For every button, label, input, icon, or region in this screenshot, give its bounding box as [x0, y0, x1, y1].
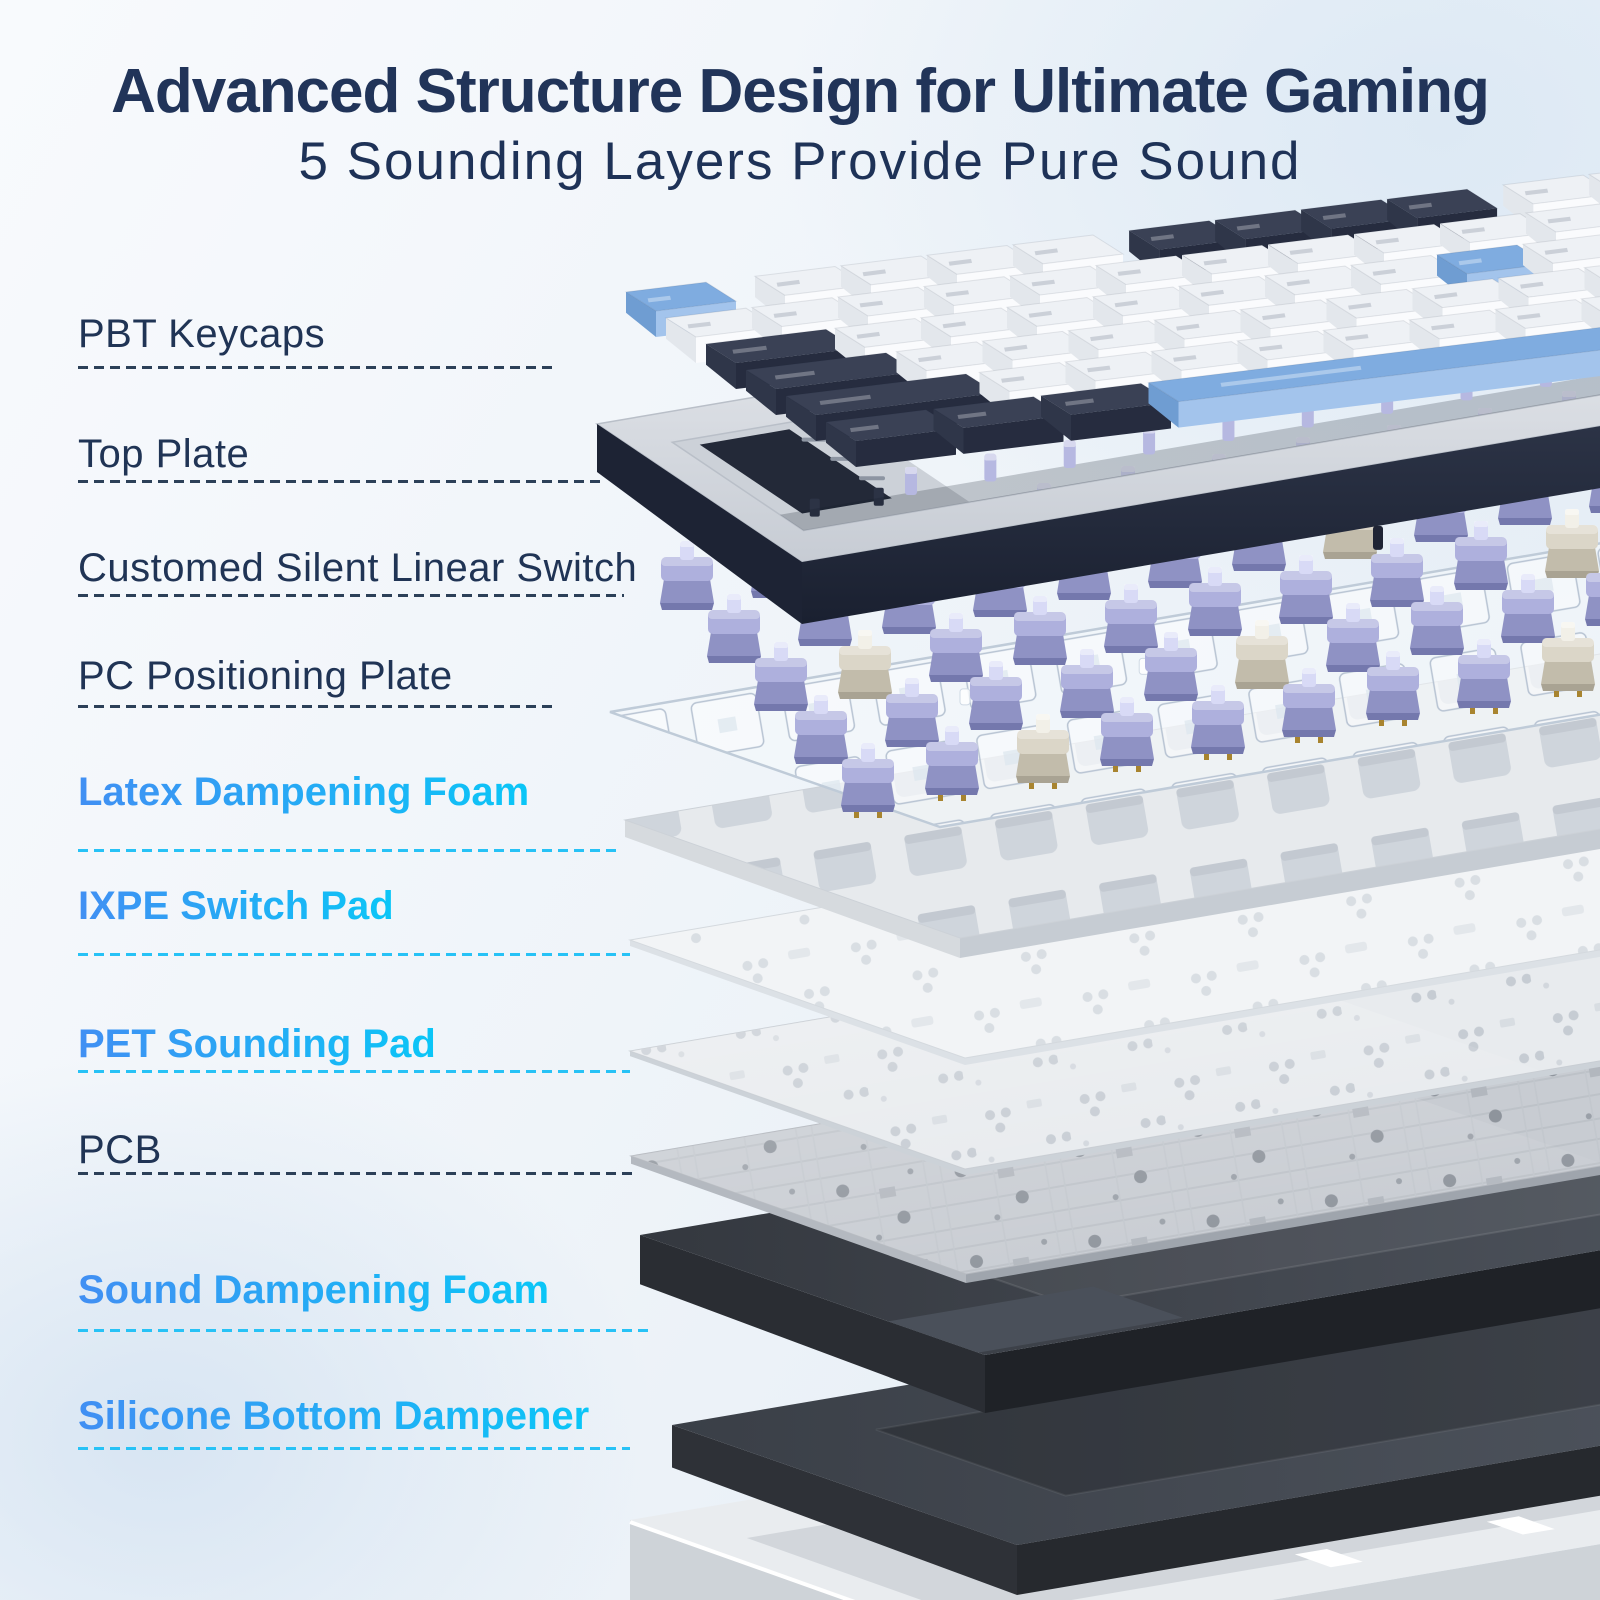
leader-line-pet-sounding-pad [78, 1070, 630, 1073]
header: Advanced Structure Design for Ultimate G… [0, 57, 1600, 193]
layer-label-silent-linear-switch: Customed Silent Linear Switch [78, 546, 638, 590]
leader-line-pbt-keycaps [78, 366, 555, 369]
layer-label-ixpe-switch-pad: IXPE Switch Pad [78, 884, 394, 928]
leader-line-ixpe-switch-pad [78, 953, 630, 956]
leader-line-latex-dampening-foam [78, 849, 618, 852]
page-title: Advanced Structure Design for Ultimate G… [111, 57, 1490, 126]
layer-label-pc-positioning-plate: PC Positioning Plate [78, 654, 453, 698]
layer-label-sound-dampening-foam: Sound Dampening Foam [78, 1268, 550, 1312]
leader-line-pc-positioning-plate [78, 705, 552, 708]
layer-label-pbt-keycaps: PBT Keycaps [78, 312, 326, 356]
layer-label-latex-dampening-foam: Latex Dampening Foam [78, 770, 530, 814]
leader-line-sound-dampening-foam [78, 1329, 654, 1332]
leader-line-silicone-bottom-dampener [78, 1447, 630, 1450]
leader-line-silent-linear-switch [78, 594, 624, 597]
layer-label-top-plate: Top Plate [78, 432, 250, 476]
leader-line-top-plate [78, 480, 602, 483]
layer-label-pcb: PCB [78, 1128, 162, 1172]
layer-label-pet-sounding-pad: PET Sounding Pad [78, 1022, 436, 1066]
layer-label-silicone-bottom-dampener: Silicone Bottom Dampener [78, 1394, 590, 1438]
page-subtitle: 5 Sounding Layers Provide Pure Sound [298, 132, 1302, 192]
keycaps-graphic [624, 172, 1600, 467]
leader-line-pcb [78, 1172, 632, 1175]
